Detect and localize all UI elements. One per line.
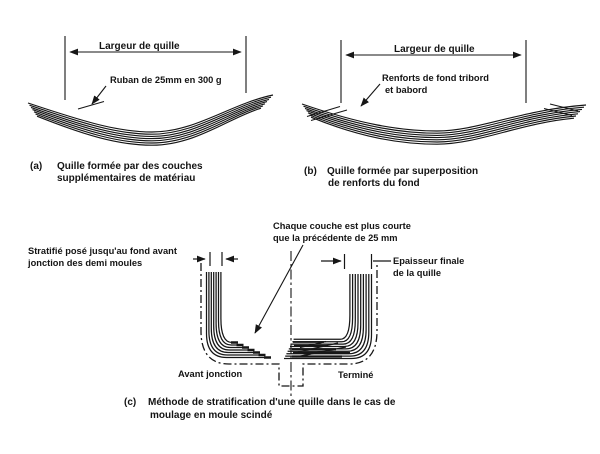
- dimension-label-a: Largeur de quille: [99, 41, 180, 52]
- caption-c-line1: Méthode de stratification d'une quille d…: [148, 397, 396, 408]
- caption-marker-a: (a): [30, 161, 43, 172]
- panel-c-drawing: [193, 244, 391, 399]
- stage-label-right: Terminé: [338, 370, 374, 380]
- caption-marker-b: (b): [304, 166, 317, 177]
- callout-label-a: Ruban de 25mm en 300 g: [110, 75, 222, 85]
- dimension-b: [340, 40, 527, 103]
- panel-b-drawing: [301, 40, 587, 145]
- reinforcement-taper-left2: [310, 109, 348, 121]
- caption-c-line2: moulage en moule scindé: [150, 410, 273, 421]
- panel-a-drawing: [27, 36, 274, 146]
- callout-label-b-line1: Renforts de fond tribord: [382, 73, 489, 83]
- layers-label-leader: [254, 244, 304, 334]
- wall-thickness-marks-left: [193, 252, 238, 266]
- layers-label-line2: que la précédente de 25 mm: [273, 233, 398, 243]
- keel-laminate-b: [301, 103, 587, 145]
- laminate-right-dense-fill: [292, 340, 350, 358]
- reinforcement-taper-right2: [543, 108, 573, 116]
- reinforcement-taper-left: [306, 106, 341, 117]
- caption-b-line1: Quille formée par superposition: [327, 166, 479, 177]
- callout-leader-b: [360, 83, 381, 107]
- thickness-label-line1: Epaisseur finale: [393, 256, 465, 266]
- caption-a-line2: supplémentaires de matériau: [57, 173, 196, 184]
- laminate-left-ends: [231, 341, 271, 359]
- laminate-label-line1: Stratifié posé jusqu'au fond avant: [28, 246, 177, 256]
- reinforcement-taper-right: [549, 103, 579, 112]
- callout-label-b-line2: et babord: [385, 85, 428, 95]
- mold-outline: [200, 263, 378, 387]
- caption-marker-c: (c): [124, 397, 137, 408]
- caption-a-line1: Quille formée par des couches: [57, 161, 203, 172]
- callout-leader-a: [91, 85, 107, 105]
- dimension-a: [64, 36, 247, 100]
- stage-label-left: Avant jonction: [178, 369, 243, 379]
- dimension-label-b: Largeur de quille: [394, 44, 475, 55]
- thickness-label-line2: de la quille: [393, 268, 442, 278]
- keel-laminate-a: [27, 94, 274, 146]
- layers-label-line1: Chaque couche est plus courte: [273, 221, 411, 231]
- caption-b-line2: de renforts du fond: [328, 178, 420, 189]
- laminate-label-line2: jonction des demi moules: [28, 258, 143, 268]
- wall-thickness-marks-right: [321, 254, 391, 269]
